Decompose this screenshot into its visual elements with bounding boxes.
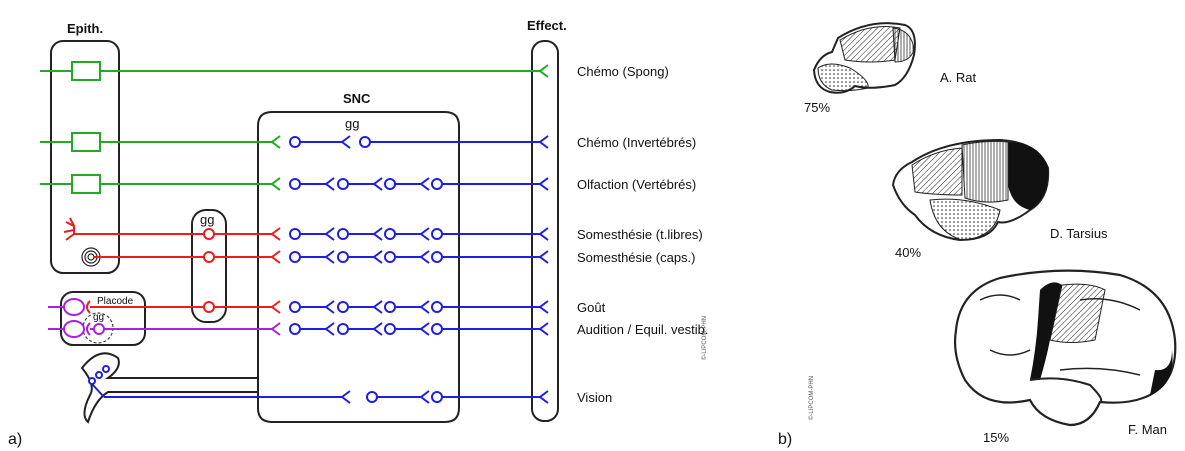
placode-ganglion-label: gg xyxy=(93,312,104,323)
man-percent: 15% xyxy=(983,430,1009,445)
row-label-audition: Audition / Equil. vestib. xyxy=(577,322,709,337)
tarsius-percent: 40% xyxy=(895,245,921,260)
panel-a: Epith. Effect. SNC gg gg Placode gg xyxy=(8,18,709,448)
pathway-taste xyxy=(48,298,549,316)
snc-header: SNC xyxy=(343,91,371,106)
row-label-taste: Goût xyxy=(577,300,606,315)
human-brain xyxy=(953,269,1177,427)
pathway-audition xyxy=(48,320,549,338)
effector-header: Effect. xyxy=(527,18,567,33)
row-label-somesthesia-capsule: Somesthésie (caps.) xyxy=(577,250,696,265)
credit-a: ©-LIPCOM-PHN xyxy=(701,316,708,360)
epithelium-header: Epith. xyxy=(67,21,103,36)
pathway-somesthesia-capsule xyxy=(81,247,549,267)
placode-label: Placode xyxy=(97,296,134,307)
rat-percent: 75% xyxy=(804,100,830,115)
row-label-chemo-spong: Chémo (Spong) xyxy=(577,64,669,79)
pathway-somesthesia-free xyxy=(63,217,549,241)
rat-name: A. Rat xyxy=(940,70,977,85)
retina-shape xyxy=(80,352,259,424)
panel-a-label: a) xyxy=(8,431,22,448)
snc-box xyxy=(257,111,460,423)
row-label-vision: Vision xyxy=(577,390,612,405)
pathway-chemo-spong xyxy=(40,61,549,81)
tarsius-name: D. Tarsius xyxy=(1050,226,1108,241)
rat-brain xyxy=(812,22,916,94)
pathway-chemo-invertebrates xyxy=(40,132,549,152)
ganglion-label: gg xyxy=(200,212,214,227)
panel-b-label: b) xyxy=(778,431,792,448)
pathway-vision xyxy=(88,365,549,404)
row-label-somesthesia-free: Somesthésie (t.libres) xyxy=(577,227,703,242)
snc-ganglion-label: gg xyxy=(345,116,359,131)
man-name: F. Man xyxy=(1128,422,1167,437)
panel-b: A. Rat 75% D. Tarsius 40% F. Man 15% ©-L… xyxy=(778,22,1177,448)
effector-box xyxy=(531,40,559,422)
row-label-olfaction: Olfaction (Vertébrés) xyxy=(577,177,696,192)
pathway-olfaction xyxy=(40,174,549,194)
placode-box xyxy=(60,291,146,346)
tarsius-brain xyxy=(891,138,1050,242)
epithelium-box xyxy=(50,40,120,274)
row-label-chemo-invertebrates: Chémo (Invertébrés) xyxy=(577,135,696,150)
ganglion-box xyxy=(191,209,227,323)
credit-b: ©-LIPCOM-PHN xyxy=(808,376,815,420)
